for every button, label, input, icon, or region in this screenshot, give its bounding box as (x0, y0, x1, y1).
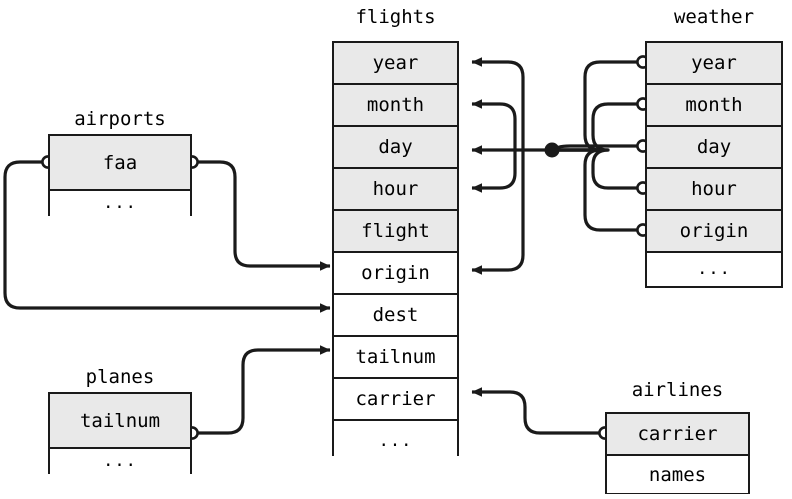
field-flights-more: ... (334, 421, 457, 461)
field-airlines-carrier[interactable]: carrier (607, 414, 748, 456)
table-title-flights: flights (355, 6, 436, 28)
line-airports-origin (196, 160, 331, 271)
entity-flights: year month day hour flight origin dest t… (332, 41, 459, 461)
field-weather-day[interactable]: day (647, 127, 781, 169)
weather-fan-lines (552, 60, 639, 232)
field-flights-day[interactable]: day (334, 127, 457, 169)
entity-weather: year month day hour origin ... (645, 41, 783, 288)
field-planes-tailnum[interactable]: tailnum (50, 394, 190, 449)
field-flights-flight[interactable]: flight (334, 211, 457, 253)
field-weather-origin[interactable]: origin (647, 211, 781, 253)
field-flights-carrier[interactable]: carrier (334, 379, 457, 421)
line-airports-dest (3, 160, 331, 313)
field-flights-origin[interactable]: origin (334, 253, 457, 295)
field-weather-more: ... (647, 253, 781, 285)
field-airlines-names[interactable]: names (607, 456, 748, 493)
field-flights-dest[interactable]: dest (334, 295, 457, 337)
entity-airlines: carrier names (605, 412, 750, 494)
field-flights-hour[interactable]: hour (334, 169, 457, 211)
table-title-airlines: airlines (631, 379, 724, 401)
table-title-airports: airports (74, 108, 166, 130)
field-weather-month[interactable]: month (647, 85, 781, 127)
field-flights-month[interactable]: month (334, 85, 457, 127)
line-airlines-carrier (471, 387, 601, 435)
field-airports-more: ... (50, 191, 190, 216)
field-planes-more: ... (50, 449, 190, 474)
table-title-planes: planes (85, 366, 155, 388)
entity-airports: faa ... (48, 134, 192, 216)
field-weather-hour[interactable]: hour (647, 169, 781, 211)
entity-planes: tailnum ... (48, 392, 192, 474)
field-flights-year[interactable]: year (334, 43, 457, 85)
field-flights-tailnum[interactable]: tailnum (334, 337, 457, 379)
line-planes-tailnum (196, 345, 331, 435)
relationship-junction-dot (544, 142, 560, 158)
field-weather-year[interactable]: year (647, 43, 781, 85)
field-airports-faa[interactable]: faa (50, 136, 190, 191)
table-title-weather: weather (673, 6, 755, 28)
flights-fan-lines (471, 57, 525, 275)
